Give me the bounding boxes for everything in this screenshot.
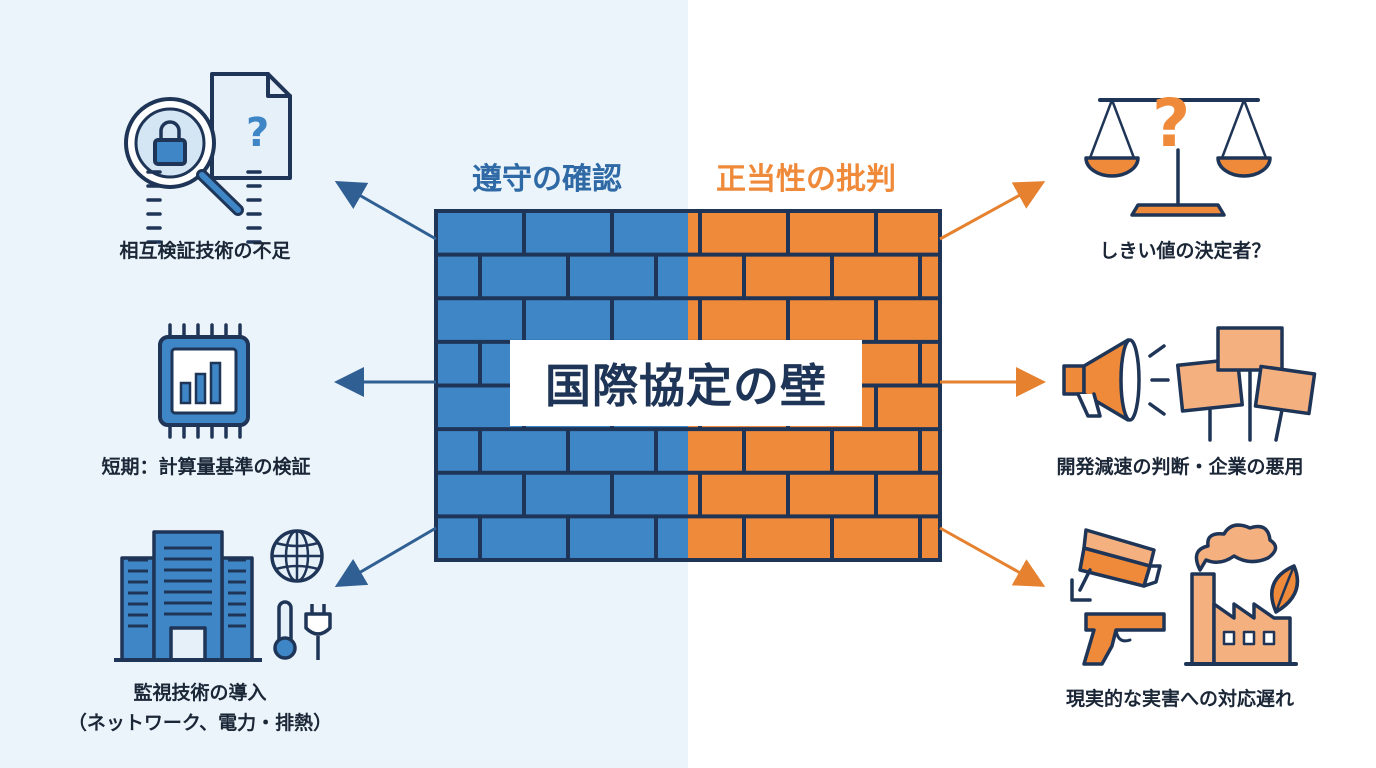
brick <box>746 256 830 297</box>
brick <box>438 213 522 253</box>
arrows <box>334 181 1046 588</box>
brick <box>834 431 918 471</box>
brick <box>570 256 654 297</box>
right-heading: 正当性の批判 <box>716 162 896 197</box>
brick <box>922 431 938 471</box>
arrow-left-top <box>334 181 437 241</box>
brick <box>702 474 786 515</box>
brick <box>570 431 654 471</box>
brick <box>526 474 610 515</box>
brick <box>746 431 830 471</box>
brick <box>438 300 522 340</box>
brick <box>438 256 478 297</box>
brick <box>790 300 874 340</box>
brick <box>746 518 830 558</box>
brick <box>438 431 478 471</box>
brick <box>922 256 938 297</box>
brick <box>834 518 918 558</box>
svg-text:?: ? <box>1152 85 1190 162</box>
svg-text:?: ? <box>246 110 269 156</box>
brick <box>688 518 742 558</box>
brick <box>658 256 688 297</box>
arrow-right-bottom <box>939 526 1046 587</box>
brick <box>878 387 938 428</box>
left-item-label-1: 相互検証技術の不足 <box>119 240 291 262</box>
brick <box>526 300 610 340</box>
brick <box>688 213 698 253</box>
brick <box>688 300 698 340</box>
brick <box>438 343 478 384</box>
brick <box>878 213 938 253</box>
wall-title: 国際協定の壁 <box>510 340 862 426</box>
brick <box>702 213 786 253</box>
datacenter-globe-thermometer-plug-icon <box>114 529 332 662</box>
brick <box>614 300 688 340</box>
brick <box>922 343 938 384</box>
brick <box>922 518 938 558</box>
brick <box>688 474 698 515</box>
right-item-label-1: しきい値の決定者？ <box>1099 240 1271 262</box>
arrow-left-bottom <box>334 526 437 588</box>
arrow-right-top <box>939 181 1046 241</box>
right-item-label-3: 現実的な実害への対応遅れ <box>1065 688 1294 710</box>
left-item-label-3a: 監視技術の導入 <box>133 682 267 704</box>
brick <box>526 213 610 253</box>
brick <box>438 474 522 515</box>
brick <box>482 518 566 558</box>
brick <box>790 474 874 515</box>
brick <box>688 431 742 471</box>
left-heading: 遵守の確認 <box>472 162 622 197</box>
brick <box>834 256 918 297</box>
left-item-label-3b: （ネットワーク、電力・排熱） <box>67 712 333 734</box>
brick <box>614 213 688 253</box>
brick <box>438 387 522 428</box>
brick <box>614 474 688 515</box>
brick <box>702 300 786 340</box>
brick <box>438 518 478 558</box>
camera-gun-factory-icon <box>1070 523 1300 666</box>
magnifier-lock-document-icon: ? <box>124 72 292 216</box>
megaphone-protest-signs-icon <box>1062 326 1317 442</box>
brick <box>878 474 938 515</box>
brick <box>790 213 874 253</box>
right-item-label-2: 開発減速の判断・企業の悪用 <box>1056 456 1304 478</box>
brick <box>658 518 688 558</box>
brick <box>482 256 566 297</box>
brick <box>688 256 742 297</box>
chip-bar-chart-icon <box>146 170 262 439</box>
brick <box>482 431 566 471</box>
scale-question-icon: ? <box>1084 85 1272 217</box>
left-item-label-2: 短期：計算量基準の検証 <box>101 456 311 478</box>
brick <box>658 431 688 471</box>
brick <box>570 518 654 558</box>
brick <box>878 300 938 340</box>
